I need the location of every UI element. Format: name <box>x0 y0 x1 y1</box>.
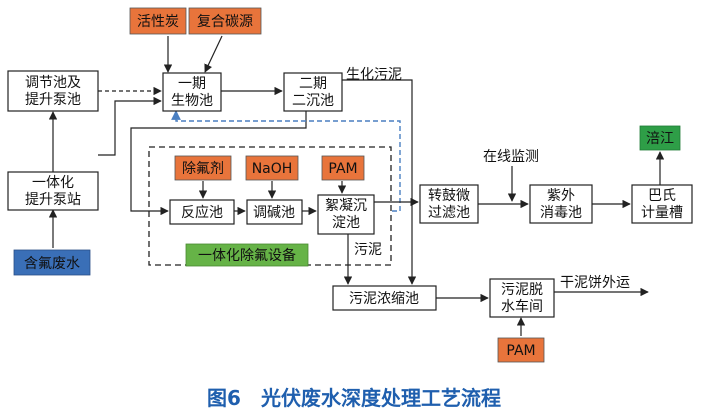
label-dewatering-1: 污泥脱 <box>501 282 543 298</box>
label-dry-cake: 干泥饼外运 <box>560 275 630 291</box>
label-naoh: NaOH <box>252 161 293 177</box>
label-pam-top: PAM <box>328 161 357 177</box>
arrow-return-to-bio <box>171 110 401 212</box>
arrow-composite-carbon <box>204 35 223 73</box>
figure-caption: 图6 光伏废水深度处理工艺流程 <box>207 386 501 410</box>
label-filter-1: 转鼓微 <box>428 188 470 204</box>
label-filter-2: 过滤池 <box>428 205 470 221</box>
node-flocculation-tank: 絮凝沉 淀池 <box>317 194 375 235</box>
chemical-pam-bottom: PAM <box>497 337 545 363</box>
arrow-clarifier-to-reaction <box>130 111 307 216</box>
label-pam-bottom: PAM <box>506 343 535 359</box>
node-uv-tank: 紫外 消毒池 <box>529 184 593 224</box>
arrow-clarifier-sludge <box>342 79 417 285</box>
chemical-naoh: NaOH <box>245 155 299 181</box>
chemical-composite-carbon: 复合碳源 <box>188 7 262 35</box>
label-parshall-2: 计量槽 <box>641 205 683 221</box>
node-secondary-clarifier: 二期 二沉池 <box>283 72 343 112</box>
label-bio-sludge: 生化污泥 <box>346 67 402 83</box>
label-pump-1: 一体化 <box>32 175 74 191</box>
label-fluoride-remover: 除氟剂 <box>182 161 224 177</box>
node-sludge-thickener: 污泥浓缩池 <box>332 285 437 311</box>
label-sludge: 污泥 <box>354 242 382 258</box>
label-regulating-2: 提升泵池 <box>25 92 81 108</box>
arrow-pump-to-bio <box>98 96 162 156</box>
label-parshall-1: 巴氏 <box>648 188 676 204</box>
label-floc-1: 絮凝沉 <box>325 197 367 214</box>
node-river: 涪江 <box>639 125 681 151</box>
label-clarifier-2: 二沉池 <box>292 93 334 109</box>
node-dewatering: 污泥脱 水车间 <box>489 278 555 318</box>
label-alkali: 调碱池 <box>253 205 295 221</box>
node-parshall: 巴氏 计量槽 <box>631 184 693 224</box>
label-uv-1: 紫外 <box>547 188 575 204</box>
label-river: 涪江 <box>646 131 674 147</box>
label-regulating-1: 调节池及 <box>25 75 81 91</box>
label-reaction: 反应池 <box>181 204 223 221</box>
label-online-monitoring: 在线监测 <box>483 149 539 165</box>
label-composite-carbon: 复合碳源 <box>197 13 253 30</box>
connectors <box>48 35 665 336</box>
label-bio-2: 生物池 <box>171 93 213 109</box>
chemical-pam-top: PAM <box>321 155 365 181</box>
label-floc-2: 淀池 <box>332 215 360 231</box>
node-regulating-tank: 调节池及 提升泵池 <box>7 70 99 112</box>
label-activated-carbon: 活性炭 <box>137 14 179 30</box>
node-reaction-tank: 反应池 <box>169 199 235 225</box>
label-uv-2: 消毒池 <box>540 205 582 221</box>
label-equipment: 一体化除氟设备 <box>198 247 296 264</box>
node-alkali-tank: 调碱池 <box>246 199 303 225</box>
chemical-fluoride-remover: 除氟剂 <box>174 155 232 181</box>
label-pump-2: 提升泵站 <box>25 192 81 208</box>
label-clarifier-1: 二期 <box>299 76 327 92</box>
label-bio-1: 一期 <box>178 76 206 92</box>
label-wastewater: 含氟废水 <box>24 256 80 272</box>
node-integrated-pump: 一体化 提升泵站 <box>7 171 99 211</box>
node-fluoride-wastewater: 含氟废水 <box>13 249 91 276</box>
node-drum-filter: 转鼓微 过滤池 <box>419 184 479 224</box>
chemical-activated-carbon: 活性炭 <box>129 7 187 35</box>
node-bio-tank: 一期 生物池 <box>162 72 222 112</box>
equipment-label-box: 一体化除氟设备 <box>185 243 309 267</box>
label-thickener: 污泥浓缩池 <box>349 291 419 307</box>
label-dewatering-2: 水车间 <box>501 298 543 315</box>
